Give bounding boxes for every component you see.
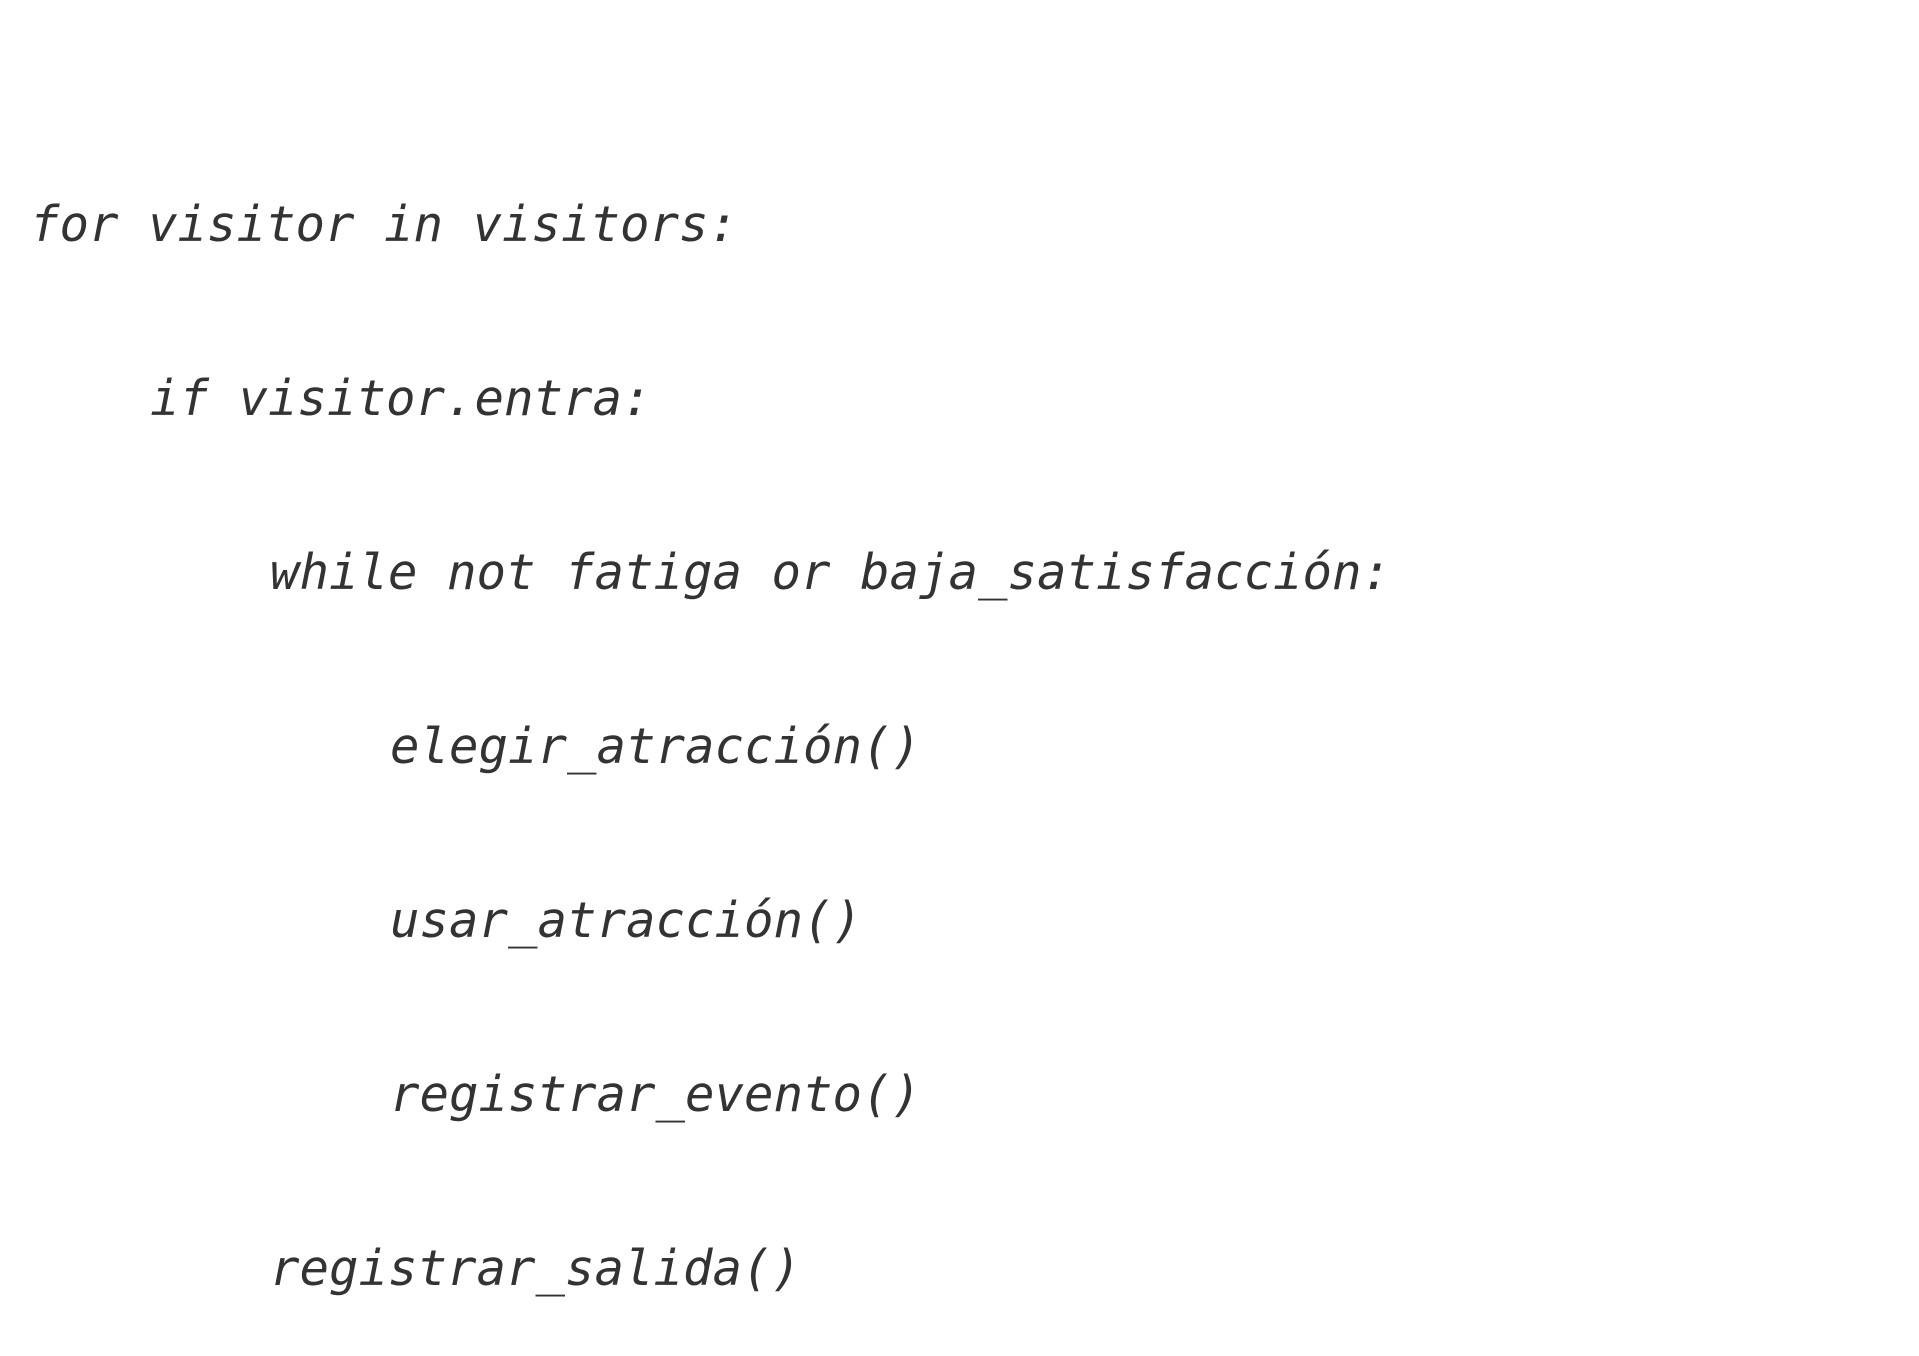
code-line-register-exit: registrar_salida() [270,1240,802,1297]
code-line-use-attraction: usar_atracción() [390,892,863,949]
code-line-choose-attraction: elegir_atracción() [390,718,922,775]
code-line-for-loop: for visitor in visitors: [30,196,739,253]
code-block: for visitor in visitors: if visitor.entr… [30,80,1391,1356]
code-line-if-condition: if visitor.entra: [150,370,652,427]
code-line-register-event: registrar_evento() [390,1066,922,1123]
code-line-while-loop: while not fatiga or baja_satisfacción: [270,544,1392,601]
